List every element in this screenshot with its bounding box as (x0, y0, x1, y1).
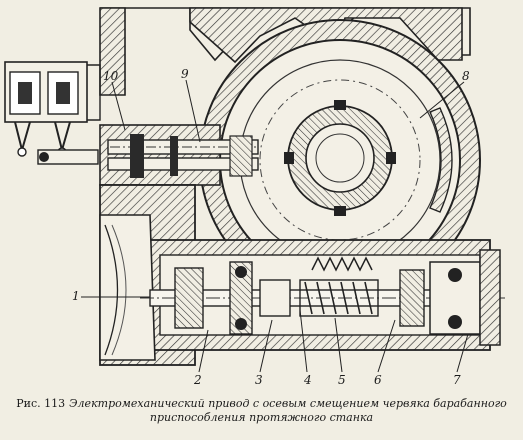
worm-wheel-teeth (311, 256, 373, 272)
callout-5: 5 (338, 373, 346, 387)
right-bearings (399, 249, 501, 346)
caption-line-2: приспособления протяжного станка (149, 411, 374, 424)
shifting-mechanism (99, 124, 259, 186)
callout-1: 1 (72, 289, 80, 303)
figure-number: Рис. 113 (16, 397, 66, 410)
callout-4: 4 (303, 373, 312, 387)
callout-8: 8 (462, 69, 470, 83)
worm (299, 279, 379, 317)
callout-7: 7 (453, 373, 461, 387)
caption-line-1: Электромеханический привод с осевым смещ… (69, 397, 507, 410)
electric-motor (99, 214, 156, 361)
callout-10: 10 (103, 69, 119, 83)
callout-3: 3 (255, 373, 263, 387)
drive-cross-section: 1 2 3 4 5 6 7 8 9 10 (4, 7, 505, 387)
side-cover (429, 107, 453, 213)
leader-lines (81, 79, 469, 373)
callout-6: 6 (374, 373, 382, 387)
left-bearings (174, 261, 291, 335)
wheel-hub (284, 100, 396, 216)
callout-2: 2 (193, 373, 202, 387)
limit-switch-box (4, 61, 101, 165)
callout-9: 9 (181, 67, 189, 81)
